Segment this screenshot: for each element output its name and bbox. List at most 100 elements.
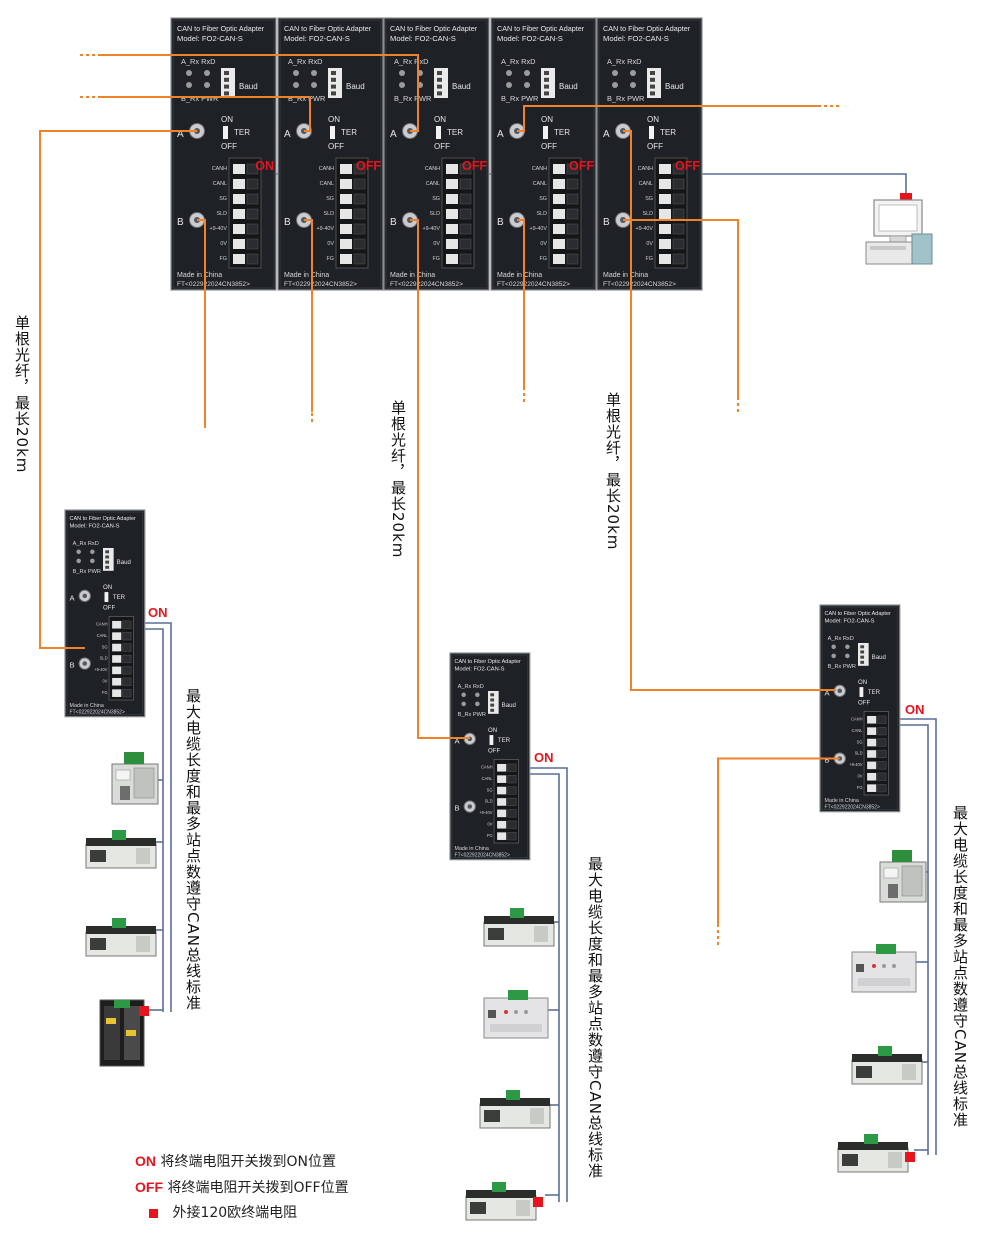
terminal-slot <box>672 238 685 250</box>
adapter-port-b-label: B <box>825 755 830 764</box>
terminal-label: SLD <box>643 211 654 217</box>
terminal-label: FG <box>646 256 654 262</box>
adapter-led-b-label: B_Rx PWR <box>458 712 486 718</box>
terminal-label: SLD <box>100 656 108 661</box>
can-bus-right-trunk-2 <box>888 724 929 1155</box>
ter-switch <box>104 592 109 602</box>
terminal-screw <box>867 727 877 735</box>
right-station-1 <box>879 849 927 903</box>
terminal-slot <box>353 193 366 205</box>
adapter-switch-on: ON <box>647 115 659 124</box>
terminal-slot <box>459 193 472 205</box>
terminal-screw <box>112 677 122 686</box>
adapter-switch-on: ON <box>858 679 867 686</box>
dip-lever <box>331 71 336 75</box>
adapter-title: CAN to Fiber Optic Adapter <box>497 24 585 33</box>
terminal-screw <box>497 775 507 783</box>
remote-3-ter-label: ON <box>905 702 925 717</box>
terminal-label: SG <box>102 644 108 649</box>
led-a-rx <box>293 70 299 76</box>
adapter-made-in: Made in China <box>70 703 104 709</box>
adapter-port-a-label: A <box>284 129 291 140</box>
baud-dip-switch <box>221 68 235 98</box>
dip-lever <box>860 660 865 664</box>
adapter-title: CAN to Fiber Optic Adapter <box>284 24 372 33</box>
terminal-slot <box>672 223 685 235</box>
terminal-slot <box>672 193 685 205</box>
fiber-port-a-core <box>82 593 88 599</box>
left-station-4 <box>99 999 145 1067</box>
terminal-screw <box>497 798 507 806</box>
terminal-label: +9-40V <box>94 667 108 672</box>
ter-state-label: OFF <box>462 159 487 173</box>
adapter-led-b-label: B_Rx PWR <box>181 94 218 103</box>
fiber-remote3-b <box>717 757 840 925</box>
adapter-model: Model: FO2-CAN-S <box>284 34 350 43</box>
adapter-switch-on: ON <box>221 115 233 124</box>
left-terminal-resistor <box>139 1006 149 1016</box>
ter-state-label: OFF <box>569 159 594 173</box>
terminal-slot <box>507 786 517 795</box>
terminal-screw <box>553 179 565 189</box>
terminal-slot <box>566 253 579 265</box>
ter-switch <box>859 687 864 697</box>
terminal-screw <box>340 194 352 204</box>
terminal-label: +9-40V <box>529 226 547 232</box>
terminal-slot <box>122 654 132 664</box>
adapter-switch-ter: TER <box>341 128 357 137</box>
adapter-switch-ter: TER <box>234 128 250 137</box>
adapter-switch-off: OFF <box>488 748 500 755</box>
bus-label-middle: 最大电缆长度和最多站点数遵守CAN总线标准 <box>586 856 604 1179</box>
terminal-label: 0V <box>103 679 108 684</box>
led-a-rx <box>399 70 405 76</box>
terminal-label: SG <box>487 787 493 792</box>
adapter-title: CAN to Fiber Optic Adapter <box>603 24 691 33</box>
adapter-baud-label: Baud <box>559 82 578 91</box>
terminal-screw <box>233 224 245 234</box>
adapter-port-b-label: B <box>284 217 291 228</box>
left-station-2 <box>85 829 157 869</box>
led-a-rx <box>506 70 512 76</box>
adapter-baud-label: Baud <box>117 559 131 566</box>
terminal-screw <box>867 761 877 770</box>
terminal-slot <box>507 832 517 841</box>
adapter-baud-label: Baud <box>872 654 886 661</box>
terminal-label: CANH <box>425 166 440 172</box>
adapter-port-b-label: B <box>390 217 397 228</box>
adapter-port-b-label: B <box>497 217 504 228</box>
terminal-label: CANH <box>851 717 863 722</box>
adapter-code: FT<022922024CN3852> <box>177 281 250 288</box>
terminal-label: SG <box>539 196 547 202</box>
terminal-label: SLD <box>537 211 548 217</box>
terminal-screw <box>112 632 122 640</box>
adapter-code: FT<022922024CN3852> <box>70 710 125 716</box>
can-bus-wires <box>133 173 937 1202</box>
ter-state-label: ON <box>255 159 274 173</box>
terminal-screw <box>553 194 565 204</box>
adapter-bezel <box>385 19 488 289</box>
ter-switch <box>489 735 494 745</box>
terminal-slot <box>122 620 132 629</box>
dip-lever <box>650 77 655 82</box>
terminal-label: 0V <box>220 241 227 247</box>
terminal-slot <box>122 632 132 641</box>
fiber-top3-a <box>100 54 419 132</box>
fiber-port-a-core <box>837 688 843 694</box>
can-bus-middle <box>518 767 568 1202</box>
terminal-slot <box>246 223 259 235</box>
adapter-model: Model: FO2-CAN-S <box>70 523 120 529</box>
dip-lever <box>224 71 229 75</box>
adapter-code: FT<022922024CN3852> <box>497 281 570 288</box>
terminal-slot <box>459 178 472 190</box>
terminal-slot <box>122 666 132 675</box>
terminal-screw <box>446 254 458 264</box>
terminal-slot <box>246 208 259 220</box>
terminal-screw <box>553 164 565 174</box>
terminal-slot <box>122 643 132 652</box>
terminal-screw <box>659 164 671 174</box>
dip-lever <box>437 84 442 89</box>
